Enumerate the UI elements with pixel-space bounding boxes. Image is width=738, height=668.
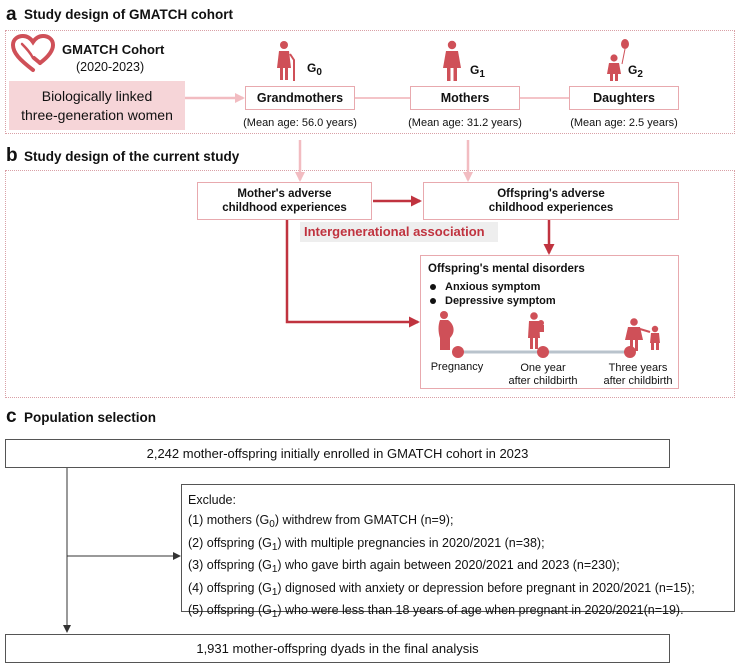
linked-women-line1: Biologically linked — [41, 87, 153, 104]
exclusion-item: (1) mothers (G0) withdrew from GMATCH (n… — [188, 513, 454, 531]
section-b-letter: b — [6, 145, 18, 166]
pregnant-woman-icon — [434, 310, 458, 350]
exclude-title: Exclude: — [188, 493, 236, 507]
bullet-icon — [430, 298, 436, 304]
timeline-label: Pregnancy — [430, 361, 484, 373]
daughters-box: Daughters — [569, 86, 679, 110]
mental-disorders-title: Offspring's mental disorders — [428, 263, 585, 275]
final-analysis-box: 1,931 mother-offspring dyads in the fina… — [5, 634, 670, 663]
offspring-ace-line2: childhood experiences — [488, 202, 614, 214]
mother-with-child-icon — [622, 318, 666, 352]
intergenerational-association-label: Intergenerational association — [300, 222, 498, 242]
g1-label: G1 — [470, 63, 485, 80]
linked-women-box: Biologically linked three-generation wom… — [9, 81, 185, 130]
g0-label: G0 — [307, 61, 322, 78]
mother-ace-line2: childhood experiences — [222, 202, 347, 214]
gmatch-logo — [10, 33, 56, 74]
symptom-item: Depressive symptom — [430, 295, 556, 307]
section-c-letter: c — [6, 406, 17, 427]
grandmothers-mean-age: (Mean age: 56.0 years) — [243, 117, 357, 129]
grandmothers-box: Grandmothers — [245, 86, 355, 110]
section-a-frame — [5, 30, 735, 134]
section-a-title: Study design of GMATCH cohort — [24, 7, 233, 22]
mother-with-baby-icon — [525, 312, 547, 350]
timeline-dot-pregnancy — [452, 346, 464, 358]
exclusion-item: (3) offspring (G1) who gave birth again … — [188, 558, 620, 576]
mother-icon — [441, 40, 463, 82]
exclusion-item: (4) offspring (G1) dignosed with anxiety… — [188, 580, 695, 598]
linked-women-line2: three-generation women — [21, 106, 173, 123]
timeline-label: Three years after childbirth — [603, 362, 673, 387]
mother-ace-box: Mother's adverse childhood experiences — [197, 182, 372, 220]
cohort-name: GMATCH Cohort — [62, 42, 165, 57]
grandmother-icon — [272, 40, 300, 82]
section-c-title: Population selection — [24, 410, 157, 425]
daughter-icon — [605, 38, 631, 82]
mother-ace-line1: Mother's adverse — [237, 188, 332, 200]
g2-label: G2 — [628, 63, 643, 80]
bullet-icon — [430, 284, 436, 290]
offspring-ace-line1: Offspring's adverse — [497, 188, 605, 200]
offspring-ace-box: Offspring's adverse childhood experience… — [423, 182, 679, 220]
mother-ace-to-mental-arrow — [285, 220, 420, 328]
symptom-item: Anxious symptom — [430, 281, 540, 293]
timeline-label: One year after childbirth — [508, 362, 578, 387]
exclusion-item: (2) offspring (G1) with multiple pregnan… — [188, 535, 545, 553]
section-b-title: Study design of the current study — [24, 149, 240, 164]
enrolled-box: 2,242 mother-offspring initially enrolle… — [5, 439, 670, 468]
mothers-box: Mothers — [410, 86, 520, 110]
section-a-letter: a — [6, 4, 17, 25]
exclusion-box: Exclude: (1) mothers (G0) withdrew from … — [181, 484, 735, 620]
mothers-mean-age: (Mean age: 31.2 years) — [408, 117, 522, 129]
section-b-frame — [5, 170, 735, 398]
cohort-years: (2020-2023) — [76, 60, 145, 74]
timeline-dot-one-year — [537, 346, 549, 358]
exclusion-item: (5) offspring (G1) who were less than 18… — [188, 603, 684, 621]
timeline-dot-three-years — [624, 346, 636, 358]
daughters-mean-age: (Mean age: 2.5 years) — [570, 117, 678, 129]
